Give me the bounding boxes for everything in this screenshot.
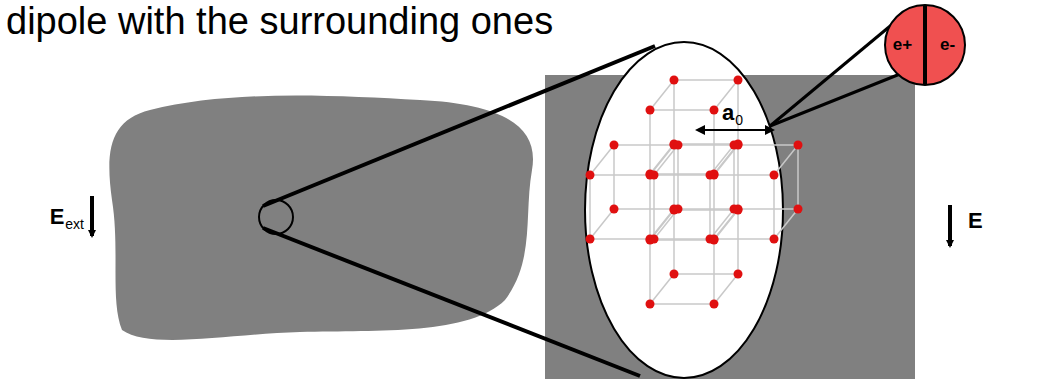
- zoom-line: [263, 228, 640, 376]
- atom-dot: [610, 141, 619, 150]
- lattice-bond: [614, 144, 678, 146]
- lattice-bond: [650, 173, 714, 175]
- dimension-arrow: [704, 129, 766, 131]
- lattice-bond: [674, 79, 738, 81]
- lattice-bond: [677, 145, 679, 209]
- field-label: E: [968, 208, 983, 234]
- lattice-bond: [714, 210, 738, 240]
- lattice-bond: [589, 175, 591, 239]
- lattice-bond: [710, 174, 774, 176]
- lattice-constant-subscript: 0: [735, 112, 743, 128]
- lattice-bond: [714, 209, 738, 239]
- atom-dot: [646, 236, 655, 245]
- lattice-bond: [774, 209, 798, 239]
- lattice-bond: [674, 208, 738, 210]
- atom-dot: [794, 205, 803, 214]
- atom-dot: [650, 171, 659, 180]
- atom-dot: [734, 206, 743, 215]
- lattice-bond: [649, 175, 651, 239]
- lattice-bond: [713, 240, 715, 304]
- lattice-bond: [773, 175, 775, 239]
- dipole-callout: e+ e-: [884, 4, 966, 86]
- atom-dot: [706, 171, 715, 180]
- atom-dot: [730, 141, 739, 150]
- lattice-bond: [673, 210, 675, 274]
- atom-dot: [710, 106, 719, 115]
- lattice-bond: [613, 145, 615, 209]
- atom-dot: [710, 236, 719, 245]
- heading: dipole with the surrounding ones: [6, 0, 553, 43]
- lattice-bond: [590, 238, 654, 240]
- dipole-divider: [923, 6, 927, 84]
- atom-dot: [710, 300, 719, 309]
- atom-dot: [670, 206, 679, 215]
- leader-line: [770, 22, 895, 126]
- lattice-bond: [650, 274, 674, 304]
- lattice-bond: [797, 145, 799, 209]
- material-body: [109, 96, 533, 340]
- lattice-bond: [674, 143, 738, 145]
- atom-dot: [734, 270, 743, 279]
- lattice-bond: [709, 175, 711, 239]
- atom-dot: [734, 76, 743, 85]
- lattice-bond: [650, 80, 674, 110]
- lattice-bond: [590, 209, 614, 239]
- lattice-bond: [774, 145, 798, 175]
- atom-dot: [670, 270, 679, 279]
- lattice-bond: [713, 110, 715, 174]
- lattice-bond: [650, 239, 714, 241]
- lattice: [586, 76, 803, 309]
- lattice-bond: [710, 238, 774, 240]
- lattice-bond: [673, 145, 675, 209]
- charge-label: e-: [940, 35, 955, 55]
- lattice-bond: [710, 209, 734, 239]
- lattice-bond: [650, 174, 714, 176]
- lattice-bond: [737, 145, 739, 209]
- lattice-constant-label: a: [722, 100, 734, 126]
- charge-label: e+: [893, 35, 912, 55]
- field-subscript: ext: [65, 216, 84, 232]
- atom-dot: [674, 141, 683, 150]
- lattice-bond: [590, 145, 614, 175]
- field-arrow: [948, 205, 952, 246]
- lattice-bond: [653, 175, 655, 239]
- lattice-bond: [674, 209, 738, 211]
- atom-dot: [770, 171, 779, 180]
- lattice-bond: [650, 109, 714, 111]
- lattice-bond: [650, 144, 674, 174]
- lattice-bond: [714, 274, 738, 304]
- lattice-bond: [649, 240, 651, 304]
- atom-dot: [770, 235, 779, 244]
- atom-dot: [586, 235, 595, 244]
- atom-dot: [646, 106, 655, 115]
- atom-dot: [794, 141, 803, 150]
- atom-dot: [586, 171, 595, 180]
- lattice-bond: [654, 145, 678, 175]
- lattice-bond: [614, 208, 678, 210]
- lattice-bond: [674, 273, 738, 275]
- lattice-bond: [734, 144, 798, 146]
- lattice-bond: [737, 210, 739, 274]
- lattice-bond: [650, 238, 714, 240]
- atom-dot: [670, 76, 679, 85]
- leader-line: [770, 74, 900, 126]
- lattice-bond: [733, 145, 735, 209]
- atom-dot: [610, 205, 619, 214]
- lattice-bond: [673, 80, 675, 144]
- lattice-bond: [649, 110, 651, 174]
- lattice-bond: [674, 144, 738, 146]
- field-arrow: [90, 196, 94, 236]
- atom-dot: [646, 300, 655, 309]
- field-label: E: [50, 204, 65, 230]
- lattice-bond: [590, 174, 654, 176]
- lattice-bond: [650, 303, 714, 305]
- zoom-circle: [585, 42, 783, 378]
- lattice-bond: [734, 208, 798, 210]
- lattice-bond: [713, 175, 715, 239]
- lattice-bond: [650, 145, 674, 175]
